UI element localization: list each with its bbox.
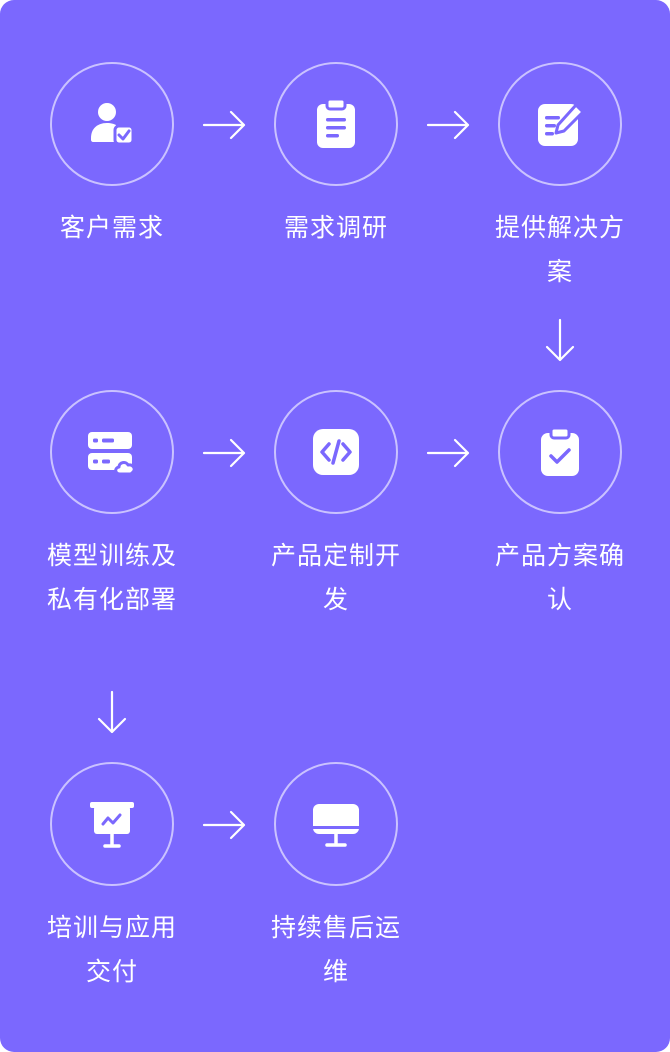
step-model-training-deployment: 模型训练及私有化部署: [12, 390, 212, 622]
arrow-right-icon: [426, 109, 472, 141]
step-icon-circle: [50, 762, 174, 886]
step-label: 提供解决方案: [494, 213, 625, 286]
arrow-right-icon: [202, 109, 248, 141]
presentation-board-icon: [90, 802, 134, 848]
step-icon-circle: [498, 62, 622, 186]
step-icon-circle: [50, 390, 174, 514]
document-edit-icon: [538, 103, 585, 146]
step-label: 模型训练及私有化部署: [46, 541, 177, 614]
clipboard-check-icon: [541, 426, 579, 476]
arrow-down-icon: [96, 690, 128, 736]
step-customer-needs: 客户需求: [12, 62, 212, 250]
server-cloud-icon: [88, 432, 136, 476]
arrow-right-icon: [202, 437, 248, 469]
code-icon: [313, 429, 359, 475]
step-icon-circle: [274, 762, 398, 886]
step-solution-confirmation: 产品方案确认: [460, 390, 660, 622]
step-icon-circle: [274, 62, 398, 186]
step-label: 产品定制开发: [270, 541, 401, 614]
step-custom-development: 产品定制开发: [236, 390, 436, 622]
step-icon-circle: [50, 62, 174, 186]
step-label: 持续售后运维: [270, 913, 401, 986]
step-provide-solution: 提供解决方案: [460, 62, 660, 294]
step-icon-circle: [498, 390, 622, 514]
step-label: 培训与应用交付: [46, 913, 177, 986]
step-training-delivery: 培训与应用交付: [12, 762, 212, 994]
arrow-right-icon: [426, 437, 472, 469]
user-check-icon: [91, 103, 135, 146]
step-label: 客户需求: [59, 213, 164, 242]
monitor-icon: [313, 804, 359, 847]
step-requirement-research: 需求调研: [236, 62, 436, 250]
step-label: 产品方案确认: [494, 541, 625, 614]
arrow-down-icon: [544, 318, 576, 364]
step-icon-circle: [274, 390, 398, 514]
step-label: 需求调研: [283, 213, 388, 242]
clipboard-list-icon: [317, 97, 355, 148]
arrow-right-icon: [202, 809, 248, 841]
step-after-sales-maintenance: 持续售后运维: [236, 762, 436, 994]
